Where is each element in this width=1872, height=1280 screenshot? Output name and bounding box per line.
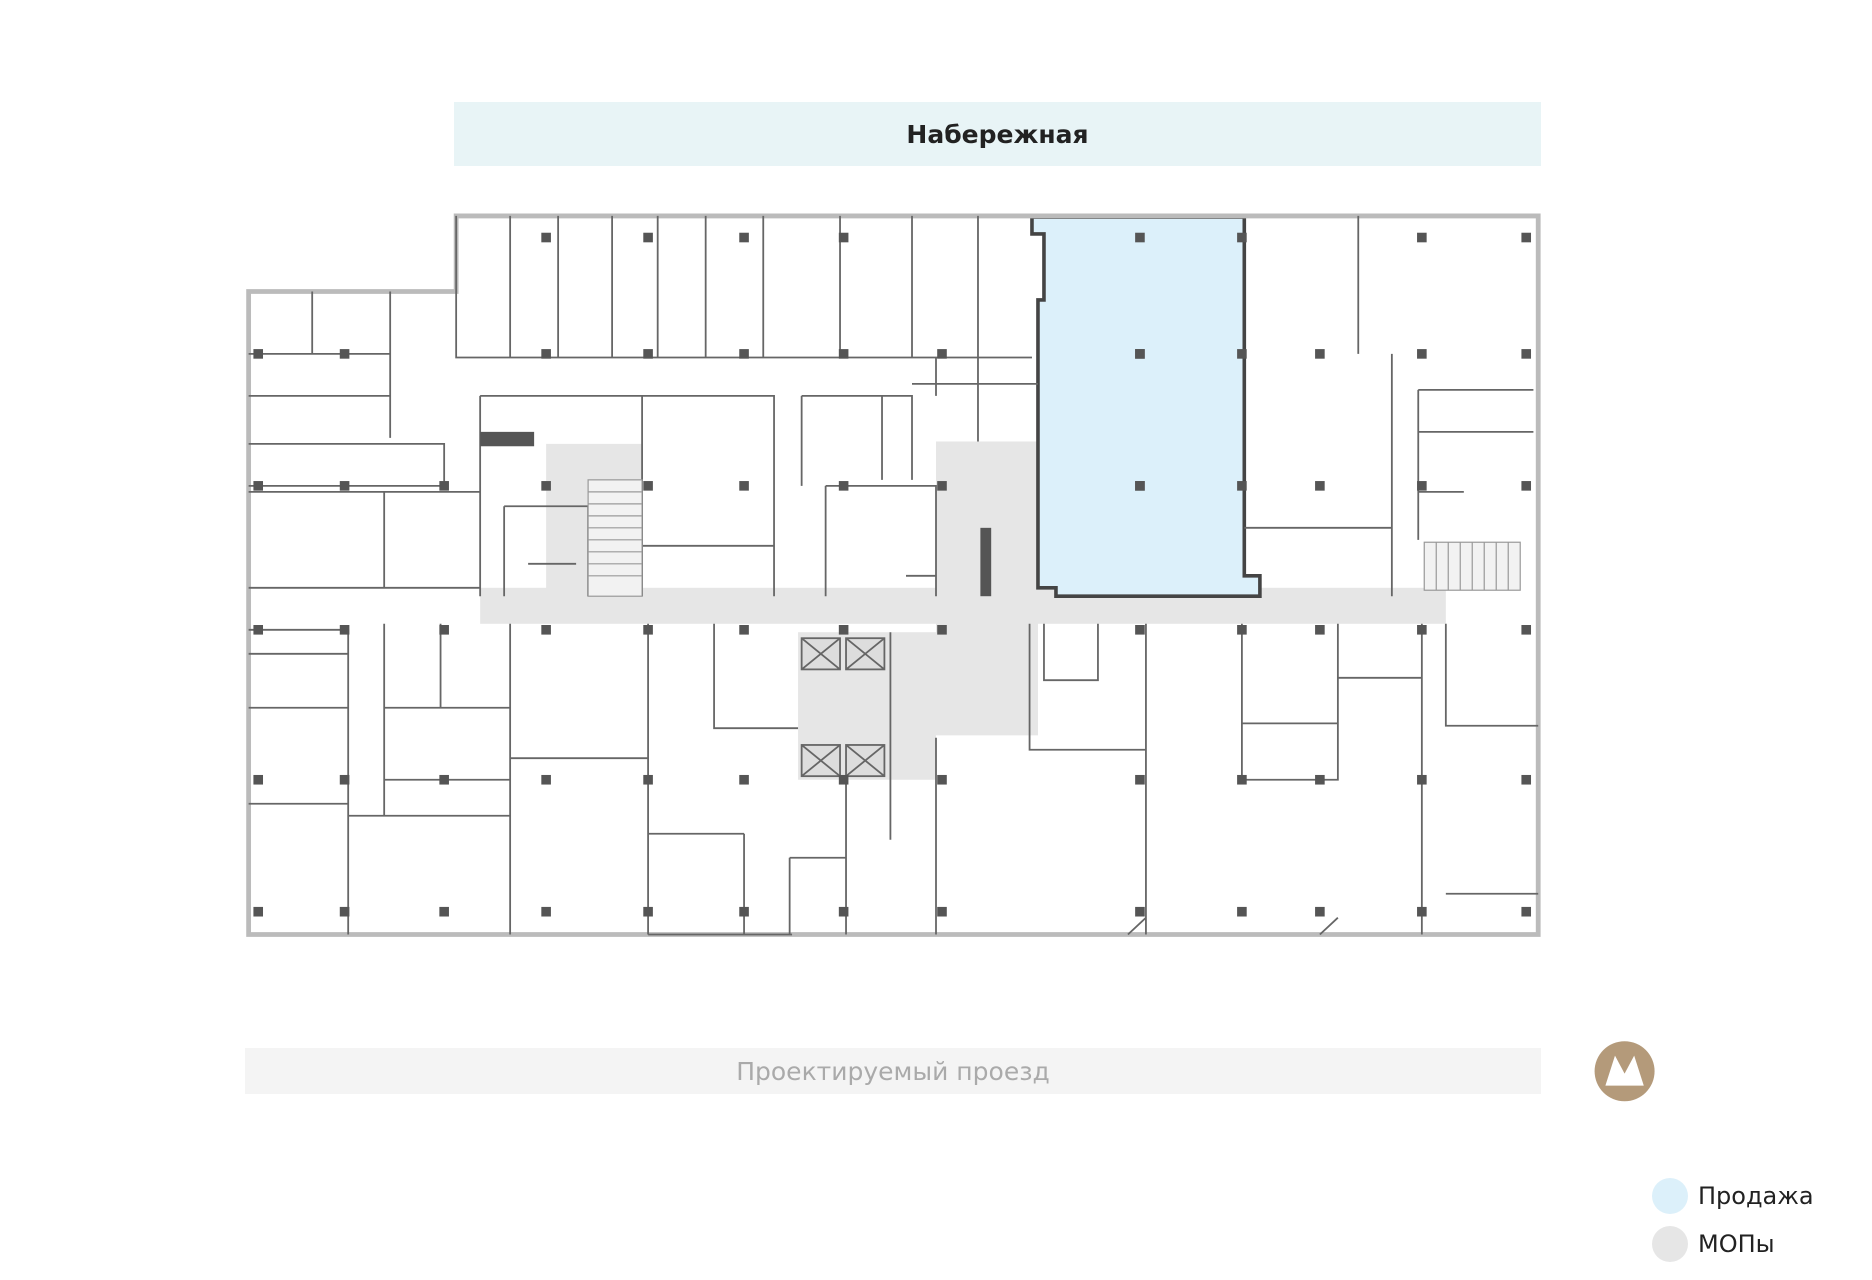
column [1135,774,1145,785]
column [838,625,849,635]
column [339,481,350,491]
shaft [480,431,535,447]
column [253,625,264,635]
column [739,774,749,785]
column [541,349,551,359]
column [339,906,350,917]
column [1521,625,1532,635]
column [643,774,653,785]
column [838,232,849,243]
column [739,232,749,243]
column [1237,906,1247,917]
column [643,481,653,491]
column [838,481,849,491]
column [1417,481,1427,491]
column [439,625,449,635]
column [1521,232,1532,243]
column [541,774,551,785]
column [1237,349,1247,359]
elevators [800,637,886,778]
street-label-top: Набережная [454,102,1541,166]
column [1135,625,1145,635]
sale-unit[interactable] [1030,215,1262,599]
columns [253,232,1532,917]
column [1521,349,1532,359]
column [937,625,947,635]
column [439,906,449,917]
common-swatch [1652,1226,1688,1262]
building-outline [246,213,1541,937]
column [1315,349,1325,359]
column [1135,232,1145,243]
column [1417,625,1427,635]
column [1135,349,1145,359]
legend-sale-label: Продажа [1698,1182,1814,1210]
column [439,774,449,785]
column [838,349,849,359]
column [739,906,749,917]
column [1417,232,1427,243]
column [1237,774,1247,785]
column [1417,906,1427,917]
column [937,481,947,491]
legend-sale: Продажа [1652,1178,1814,1214]
column [937,349,947,359]
column [541,625,551,635]
column [541,906,551,917]
metro-icon [1594,1041,1655,1102]
column [439,481,449,491]
column [1237,481,1247,491]
column [643,906,653,917]
stairs-left [587,479,643,597]
column [643,625,653,635]
legend-common: МОПы [1652,1226,1775,1262]
column [838,774,849,785]
column [1315,481,1325,491]
column [1315,906,1325,917]
column [1135,481,1145,491]
column [1417,349,1427,359]
shaft [980,527,992,597]
column [1315,625,1325,635]
column [1237,625,1247,635]
column [253,349,264,359]
legend-common-label: МОПы [1698,1230,1775,1258]
column [541,481,551,491]
column [339,349,350,359]
column [643,349,653,359]
column [1521,774,1532,785]
column [339,774,350,785]
column [937,774,947,785]
column [937,906,947,917]
column [339,625,350,635]
column [1521,481,1532,491]
column [739,625,749,635]
column [739,349,749,359]
column [1135,906,1145,917]
column [253,481,264,491]
stairs-right [1423,541,1521,591]
column [1417,774,1427,785]
column [1315,774,1325,785]
column [1521,906,1532,917]
sale-swatch [1652,1178,1688,1214]
column [253,774,264,785]
column [253,906,264,917]
column [541,232,551,243]
column [838,906,849,917]
street-label-bottom: Проектируемый проезд [245,1048,1541,1094]
column [739,481,749,491]
column [1237,232,1247,243]
interior-walls [248,215,1539,936]
column [643,232,653,243]
